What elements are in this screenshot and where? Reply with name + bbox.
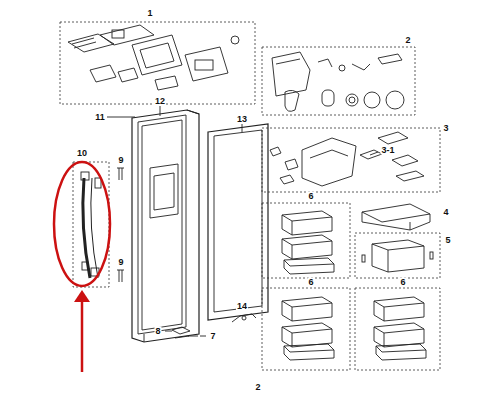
- callout-number: 2: [254, 383, 261, 392]
- callout-number: 8: [154, 327, 161, 336]
- callout-number: 11: [94, 113, 106, 122]
- callout-number: 4: [442, 208, 449, 217]
- callout-number: 7: [209, 332, 216, 341]
- callout-number: 6: [307, 278, 314, 287]
- callout-number: 2: [404, 36, 411, 45]
- callout-number: 5: [444, 236, 451, 245]
- callout-number: 13: [236, 115, 248, 124]
- callout-number: 9: [117, 258, 124, 267]
- callout-number: 9: [117, 156, 124, 165]
- callout-number: 14: [236, 302, 248, 311]
- callout-number: 6: [399, 278, 406, 287]
- callout-number: 10: [76, 149, 88, 158]
- callout-number: 12: [154, 97, 166, 106]
- callout-number: 6: [307, 192, 314, 201]
- callout-number: 3-1: [380, 146, 395, 155]
- callout-number: 1: [146, 9, 153, 18]
- callout-number: 3: [442, 124, 449, 133]
